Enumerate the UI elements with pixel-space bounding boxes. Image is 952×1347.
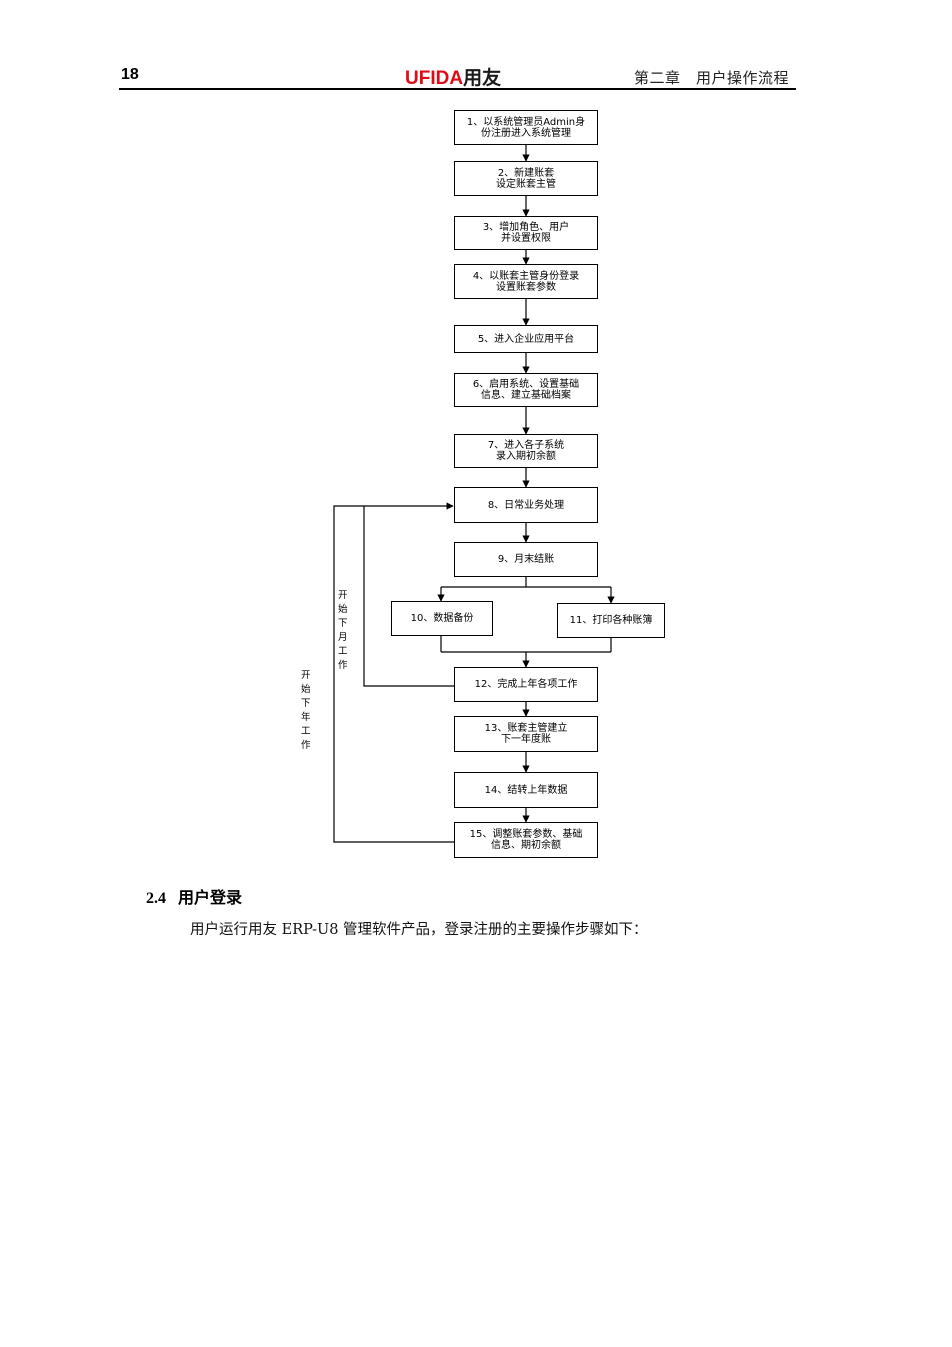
- section-heading: 2.4 用户登录: [146, 884, 242, 908]
- flow-step-6: 6、启用系统、设置基础信息、建立基础档案: [454, 373, 598, 407]
- flow-step-8: 8、日常业务处理: [454, 487, 598, 523]
- flow-step-3: 3、增加角色、用户并设置权限: [454, 216, 598, 250]
- flow-step-9: 9、月末结账: [454, 542, 598, 577]
- loop-next-year: [333, 505, 454, 843]
- loop-month-label: 开始下月工作: [338, 590, 348, 671]
- page-number: 18: [121, 66, 139, 83]
- flow-step-2: 2、新建账套设定账套主管: [454, 161, 598, 196]
- flow-step-12: 12、完成上年各项工作: [454, 667, 598, 702]
- flow-step-10: 10、数据备份: [391, 601, 493, 636]
- flow-step-4: 4、以账套主管身份登录设置账套参数: [454, 264, 598, 299]
- body-paragraph: 用户运行用友 ERP-U8 管理软件产品，登录注册的主要操作步骤如下：: [190, 922, 648, 938]
- logo-brand-text: UFIDA: [405, 68, 464, 89]
- flow-step-5: 5、进入企业应用平台: [454, 325, 598, 353]
- logo-brand-cn: 用友: [463, 68, 502, 89]
- section-title: 用户登录: [178, 888, 243, 907]
- chapter-title: 第二章 用户操作流程: [634, 69, 790, 87]
- loop-year-label: 开始下年工作: [301, 670, 311, 751]
- flow-step-15: 15、调整账套参数、基础信息、期初余额: [454, 822, 598, 858]
- flow-step-1: 1、以系统管理员Admin身份注册进入系统管理: [454, 110, 598, 145]
- flow-step-14: 14、结转上年数据: [454, 772, 598, 808]
- loop-next-month: [363, 502, 454, 687]
- section-number: 2.4: [146, 890, 166, 907]
- flow-step-7: 7、进入各子系统录入期初余额: [454, 434, 598, 468]
- flow-step-13: 13、账套主管建立下一年度账: [454, 716, 598, 752]
- flow-step-11: 11、打印各种账簿: [557, 603, 665, 638]
- header-rule: [119, 88, 796, 90]
- ufida-logo: UFIDA用友: [405, 63, 501, 90]
